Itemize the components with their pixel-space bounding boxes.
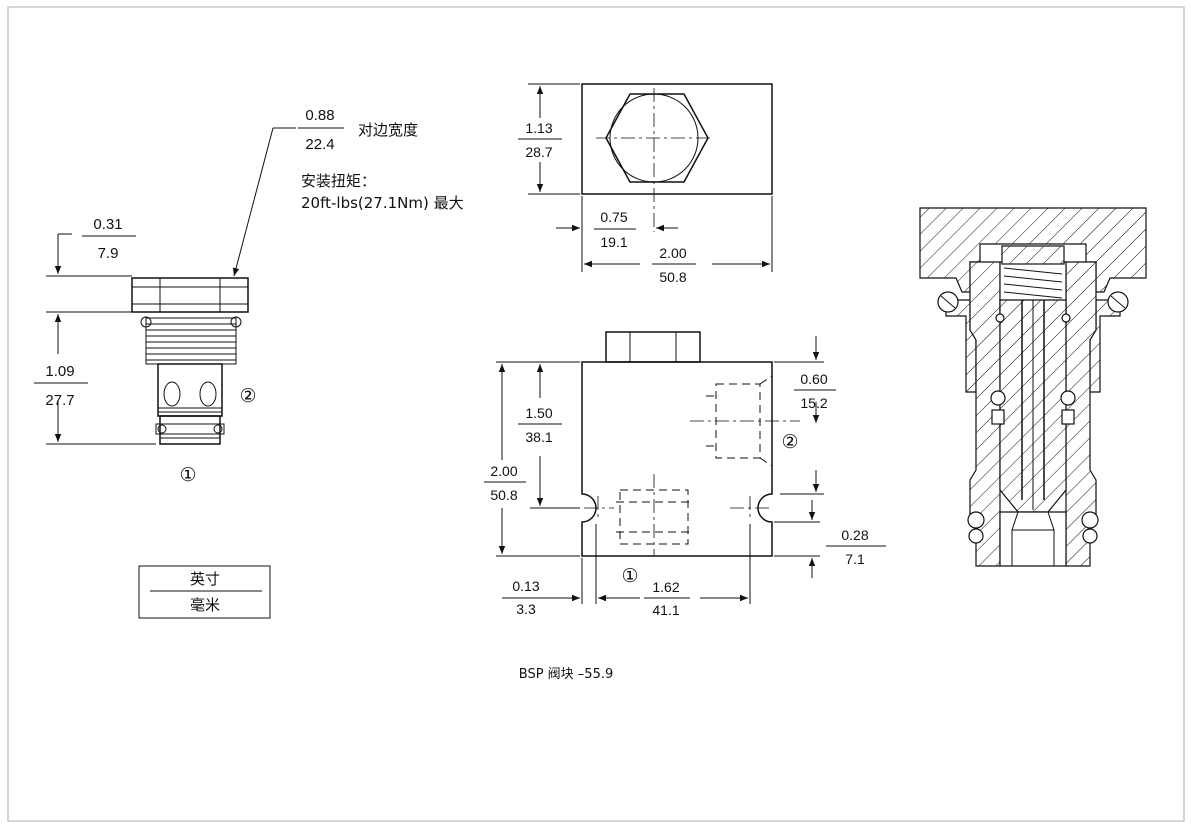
block-top-view <box>581 83 773 232</box>
cavity-depth-inch: 1.50 <box>525 405 552 421</box>
cavity-depth-dimension <box>530 364 580 509</box>
hex-width-mm: 22.4 <box>305 136 334 153</box>
cavity-depth-mm: 38.1 <box>525 429 552 445</box>
front-view-port-2: ② <box>781 431 798 453</box>
top-view-offset-dimension <box>556 196 773 272</box>
top-view-width-mm: 50.8 <box>659 269 686 285</box>
hex-width-inch: 0.88 <box>305 107 334 124</box>
cartridge-cross-section <box>919 207 1147 567</box>
port2-offset-dimension <box>774 336 824 495</box>
top-view-height-dimension <box>528 83 580 195</box>
mount-hole-offset-inch: 0.28 <box>841 527 868 543</box>
top-view-height-mm: 28.7 <box>525 144 552 160</box>
drawing-frame <box>7 6 1185 822</box>
edge-offset-mm: 3.3 <box>516 601 536 617</box>
mount-hole-offset-dimension <box>774 500 886 578</box>
drawing-caption: BSP 阀块 –55.9 <box>519 667 614 682</box>
hex-height-dimension <box>46 233 132 354</box>
front-view-port-1: ① <box>621 565 638 587</box>
units-imperial: 英寸 <box>190 570 220 588</box>
block-front-view <box>581 331 800 557</box>
block-height-dimension <box>496 361 580 557</box>
cartridge-length-mm: 27.7 <box>45 392 74 409</box>
block-height-inch: 2.00 <box>490 463 517 479</box>
edge-offset-inch: 0.13 <box>512 578 539 594</box>
units-legend <box>138 565 271 619</box>
cartridge-port-2: ② <box>239 385 256 407</box>
units-metric: 毫米 <box>190 596 220 614</box>
top-view-height-inch: 1.13 <box>525 120 552 136</box>
cartridge-port-1: ① <box>179 464 196 486</box>
spring-coils <box>1003 267 1063 307</box>
block-height-mm: 50.8 <box>490 487 517 503</box>
hex-width-label: 对边宽度 <box>358 121 418 139</box>
bottom-dimensions <box>502 524 751 604</box>
hole-spacing-inch: 1.62 <box>652 579 679 595</box>
torque-value: 20ft-lbs(27.1Nm) 最大 <box>301 194 464 212</box>
top-view-offset-mm: 19.1 <box>600 234 627 250</box>
hole-spacing-mm: 41.1 <box>652 602 679 618</box>
thread-lines <box>146 323 236 361</box>
cartridge-length-inch: 1.09 <box>45 363 74 380</box>
top-view-width-inch: 2.00 <box>659 245 686 261</box>
port2-offset-mm: 15.2 <box>800 395 827 411</box>
mount-hole-offset-mm: 7.1 <box>845 551 865 567</box>
hex-height-mm: 7.9 <box>98 245 119 262</box>
top-view-offset-inch: 0.75 <box>600 209 627 225</box>
cartridge-side-view <box>131 277 249 445</box>
hex-width-leader <box>232 127 296 277</box>
torque-label: 安装扭矩： <box>301 172 376 190</box>
hex-height-inch: 0.31 <box>93 216 122 233</box>
port2-offset-inch: 0.60 <box>800 371 827 387</box>
cartridge-length-dimension <box>46 400 156 445</box>
